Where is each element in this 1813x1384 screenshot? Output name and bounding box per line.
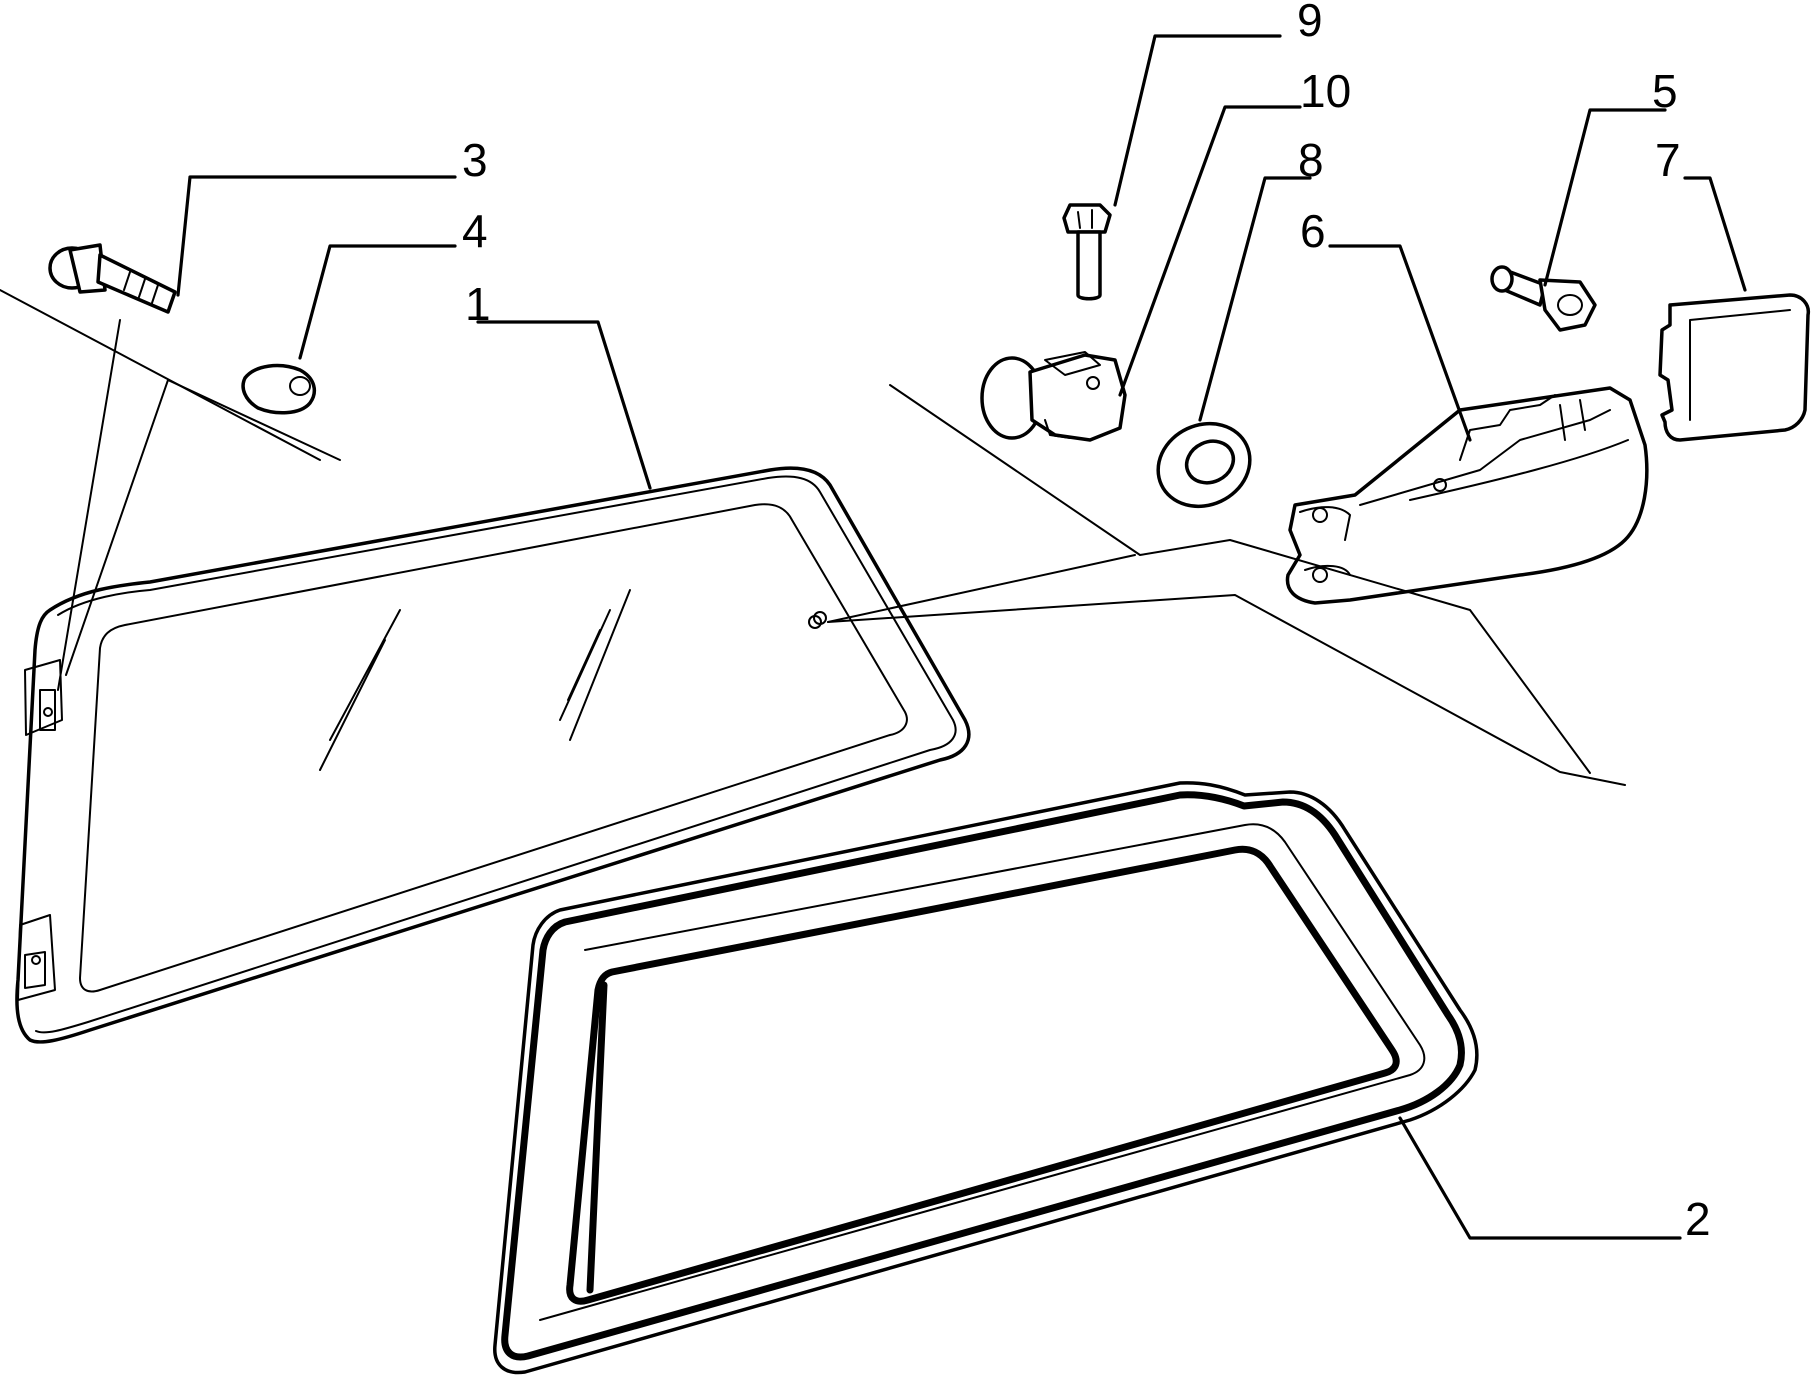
leader-10 (1118, 105, 1302, 397)
callout-6: 6 (1300, 205, 1326, 257)
reference-lines (0, 289, 1626, 786)
part-2-window-seal (493, 781, 1479, 1375)
callout-3: 3 (462, 134, 488, 186)
callout-5: 5 (1652, 65, 1678, 117)
part-8-washer (1156, 421, 1252, 509)
leader-lines (176, 34, 1747, 1240)
leader-5 (1543, 108, 1667, 287)
part-6-hinge-bracket (1285, 386, 1649, 605)
callout-4: 4 (462, 205, 488, 257)
part-7-cover-cap (1658, 293, 1811, 442)
callout-labels: 1 2 3 4 5 6 7 8 9 10 (462, 0, 1711, 1245)
part-10-pivot-bushing (980, 351, 1127, 442)
part-4-nut (241, 363, 317, 415)
leader-3 (176, 175, 457, 297)
callout-8: 8 (1298, 134, 1324, 186)
part-9-screw (1062, 203, 1112, 301)
callout-10: 10 (1300, 65, 1351, 117)
part-3-bolt (48, 243, 177, 314)
part-5-bolt (1490, 265, 1597, 332)
callout-9: 9 (1297, 0, 1323, 46)
leader-6 (1328, 244, 1472, 442)
callout-2: 2 (1685, 1193, 1711, 1245)
leader-2 (1398, 1116, 1682, 1240)
leader-8 (1198, 176, 1312, 422)
leader-1 (476, 320, 652, 490)
leader-4 (298, 244, 457, 360)
leader-9 (1113, 34, 1282, 207)
callout-1: 1 (465, 278, 491, 330)
part-1-window-glass (15, 466, 971, 1044)
leader-7 (1683, 176, 1747, 292)
callout-7: 7 (1655, 134, 1681, 186)
